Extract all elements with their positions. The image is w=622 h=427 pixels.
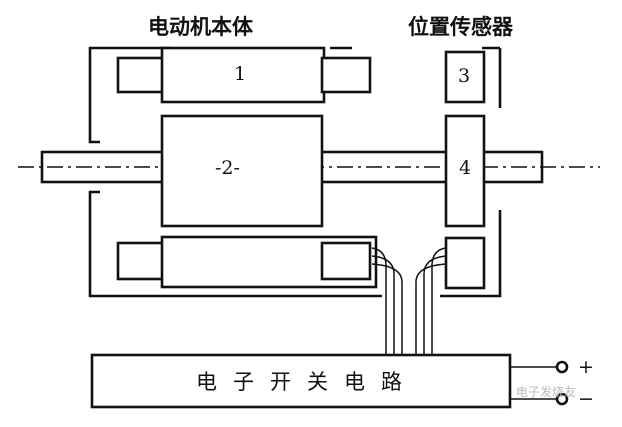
position-sensor-title: 位置传感器 (408, 15, 514, 39)
stator-label: 1 (234, 63, 246, 85)
stator-lower (116, 235, 378, 289)
sensor-stator-lower (444, 236, 486, 290)
sensor-housing (440, 46, 502, 298)
plus-terminal-label: + (578, 356, 594, 378)
sensor-stator-upper (444, 50, 486, 104)
electronic-switch-circuit (90, 353, 512, 409)
motor-body-title: 电动机本体 (148, 15, 254, 39)
sensor-rotor-label: 4 (459, 157, 471, 179)
wires (371, 247, 447, 356)
power-terminals (510, 360, 569, 406)
rotor-label: -2- (215, 157, 240, 179)
sensor-stator-label: 3 (458, 65, 470, 87)
stator-upper (116, 46, 372, 104)
watermark: 电子发烧友 (516, 384, 576, 399)
minus-terminal-label: − (578, 388, 594, 410)
motor-housing (88, 46, 382, 298)
circuit-label: 电子开关电路 (196, 370, 418, 394)
